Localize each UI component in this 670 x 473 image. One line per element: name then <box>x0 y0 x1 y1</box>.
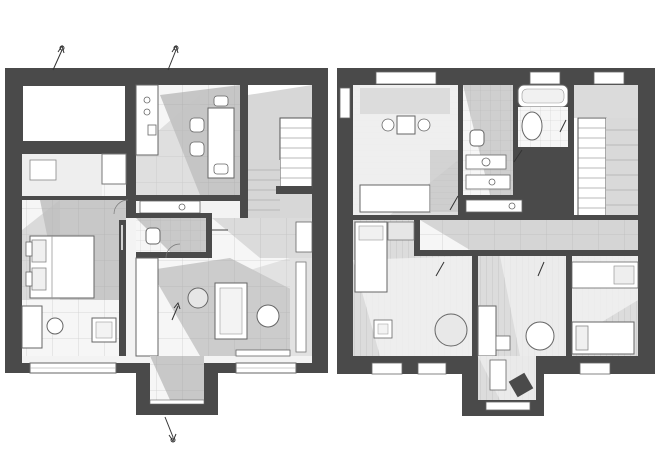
bathtub-icon <box>517 84 569 108</box>
bed-icon <box>29 235 95 299</box>
entry-arrow-icon <box>171 301 181 321</box>
stair-icon <box>574 85 638 219</box>
plan-ground-floor <box>5 44 328 443</box>
table-icon <box>381 115 431 135</box>
toilet-icon <box>145 227 161 245</box>
bed-icon <box>571 321 635 355</box>
storage-void <box>21 84 127 143</box>
entry-arrow-icon <box>167 44 179 71</box>
stair-icon <box>248 85 313 218</box>
plan-upper-floor <box>337 68 655 416</box>
corridor-floor <box>420 220 638 250</box>
entry-arrow-icon <box>164 416 177 443</box>
toilet-icon <box>469 129 485 147</box>
entry-arrow-icon <box>52 44 65 71</box>
sofa-icon <box>214 282 248 340</box>
